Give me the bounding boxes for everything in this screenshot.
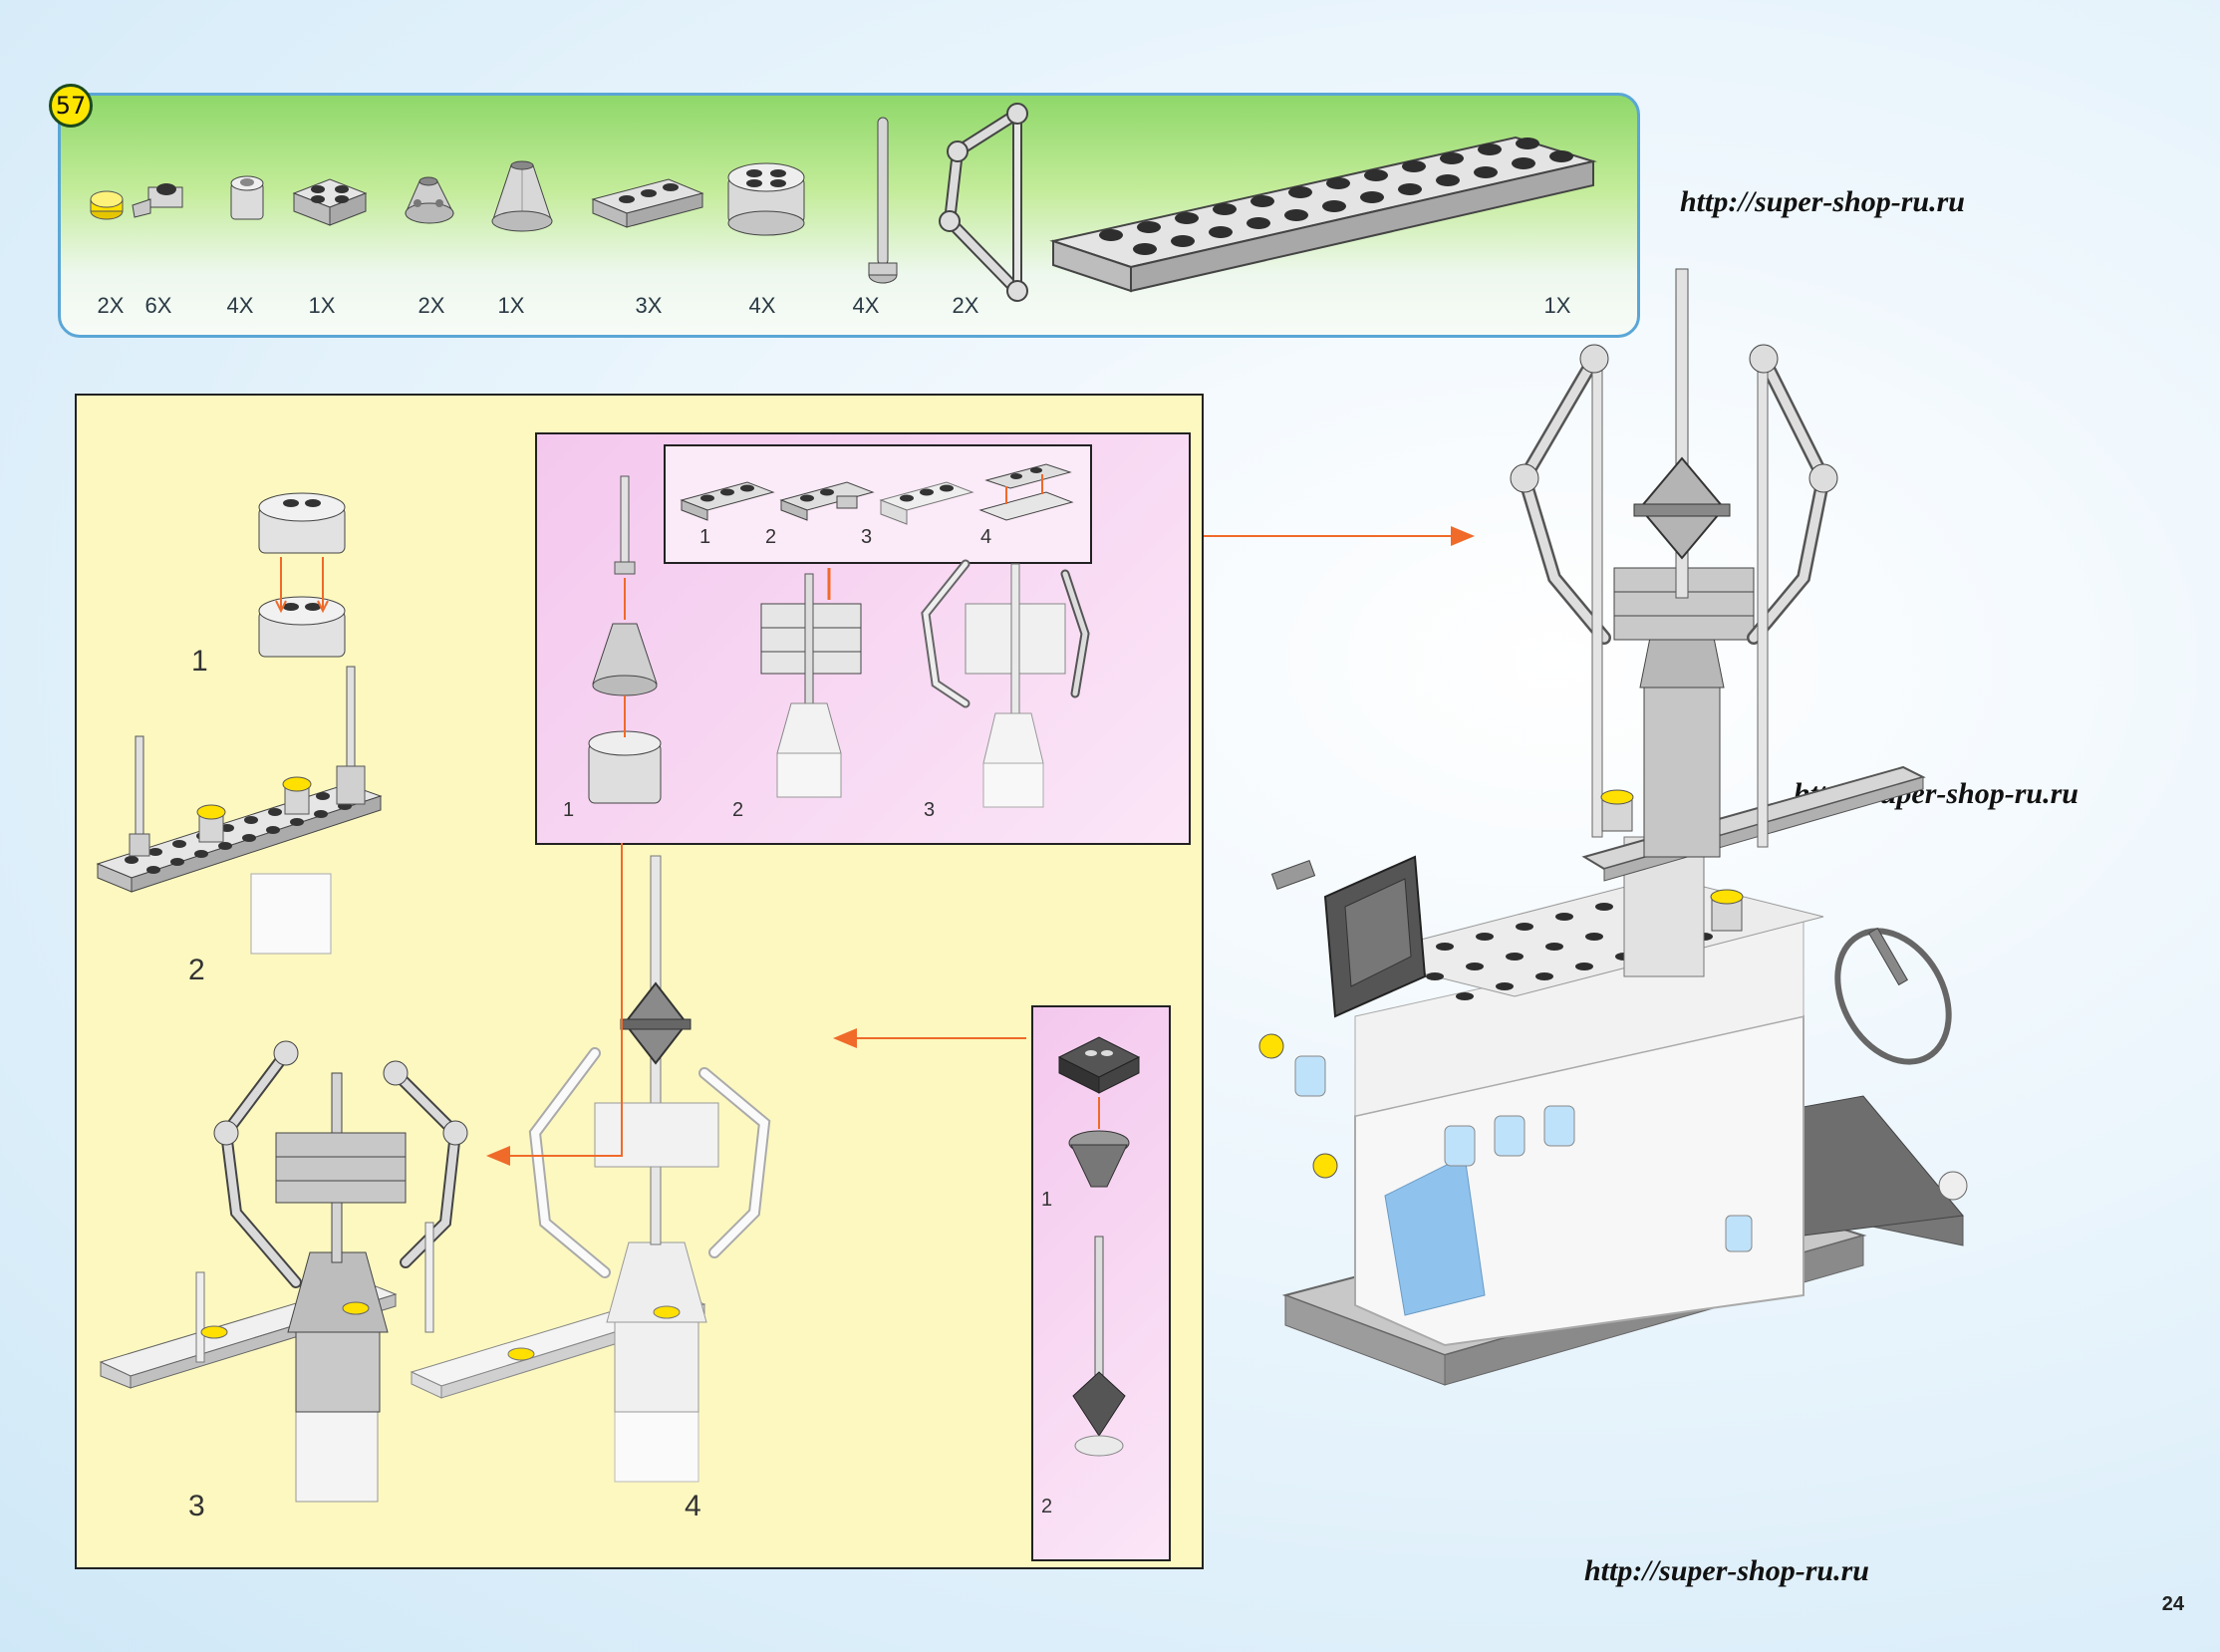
round-brick-2x2-icon (727, 162, 805, 236)
clip-assembly-inset: 1 2 3 4 (664, 444, 1092, 564)
bar-frame-icon (939, 103, 1028, 302)
pink-cone-panel: 1 2 (1031, 1005, 1171, 1561)
yellow-round-stud-icon (90, 190, 124, 220)
part-qty: 2X (417, 293, 445, 318)
substep-label: 2 (188, 954, 205, 986)
inset-step-label: 2 (765, 526, 777, 548)
part-qty: 6X (144, 293, 172, 318)
substep-label: 1 (191, 645, 208, 678)
substep-label: 3 (188, 1490, 205, 1522)
antenna-icon (868, 117, 898, 284)
cone-assembly-illustration (588, 475, 662, 804)
substep-2-illustration (96, 666, 383, 955)
cone-2x2-icon (491, 160, 553, 232)
pink-step-label: 1 (1041, 1189, 1053, 1211)
subassembly-panel: 1 2 (75, 394, 1204, 1569)
part-qty: 1X (497, 293, 525, 318)
pink-step-label: 2 (732, 799, 744, 821)
part-qty: 3X (635, 293, 663, 318)
watermark-url: http://super-shop-ru.ru (1584, 1554, 1869, 1587)
part-qty: 2X (952, 293, 979, 318)
watermark-url: http://super-shop-ru.ru (1680, 185, 1965, 218)
final-model-illustration (1258, 268, 1968, 1386)
part-qty: 1X (1543, 293, 1571, 318)
part-qty: 4X (852, 293, 880, 318)
pink-step-label: 2 (1041, 1496, 1053, 1517)
cone-1x1-icon (405, 176, 454, 224)
clip-plate-icon (132, 183, 183, 218)
frame-attach-illustration (921, 559, 1090, 808)
round-brick-1x1-icon (230, 175, 264, 220)
substep-label: 4 (685, 1490, 701, 1522)
inset-step-label: 4 (980, 526, 992, 548)
inset-step-label: 1 (699, 526, 711, 548)
step-number-badge: 57 (49, 84, 93, 128)
inset-step-label: 3 (861, 526, 873, 548)
plate-2x2-icon (292, 178, 368, 226)
part-qty: 1X (308, 293, 336, 318)
substep-4-illustration (410, 855, 771, 1483)
pink-subassembly-panel: 1 2 3 4 1 2 (535, 432, 1191, 845)
clip-stack-illustration (760, 568, 862, 798)
page-number: 24 (2161, 1593, 2184, 1615)
plate-2x12-icon (1049, 136, 1597, 293)
parts-list-panel: 57 (49, 84, 1640, 338)
pink-step-label: 1 (563, 799, 575, 821)
clip-assembly-steps-illustration (680, 463, 1074, 525)
pink-step-label: 3 (924, 799, 936, 821)
substep-1-illustration (258, 492, 346, 658)
plate-1x3-icon (591, 178, 704, 228)
part-qty: 4X (226, 293, 254, 318)
part-qty: 4X (748, 293, 776, 318)
substep-3-illustration (99, 1040, 468, 1503)
part-qty: 2X (97, 293, 125, 318)
cone-cap-illustration (1057, 1036, 1141, 1457)
